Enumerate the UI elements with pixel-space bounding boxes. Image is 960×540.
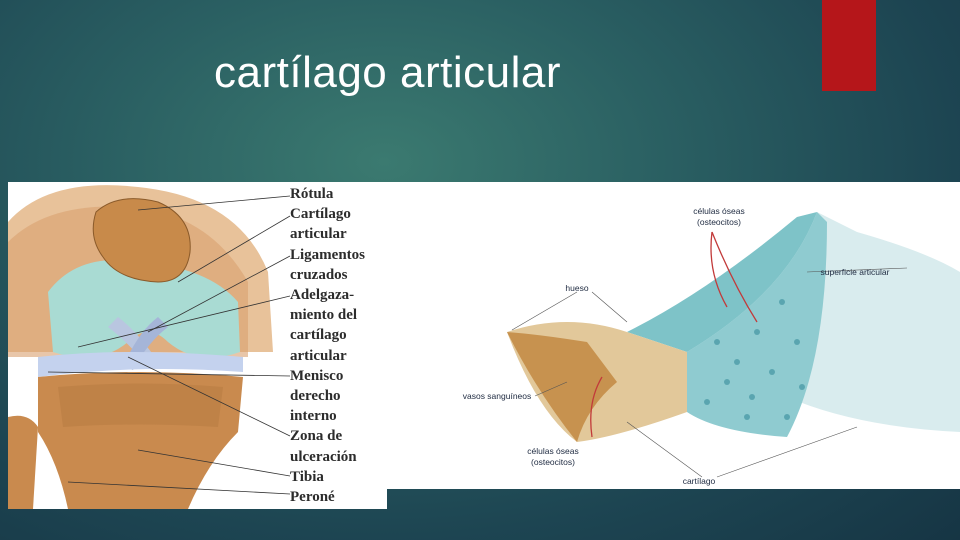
knee-label: Ligamentos [290,245,387,265]
knee-label: cartílago [290,325,387,345]
knee-label: Zona de [290,426,387,446]
knee-label: Adelgaza- [290,285,387,305]
cartilage-illustration [387,182,960,489]
label-bone-cells-top-line2: (osteocitos) [683,217,755,228]
knee-label: miento del [290,305,387,325]
label-bone-cells-bottom-line1: células óseas [517,446,589,457]
knee-label: Rótula [290,184,387,204]
cartilage-figure: células óseas (osteocitos) superficie ar… [387,182,960,489]
label-bone-cells-top: células óseas (osteocitos) [683,206,755,228]
label-blood-vessels: vasos sanguíneos [457,391,537,402]
accent-bar [822,0,876,91]
knee-label: articular [290,224,387,244]
knee-label-list: Rótula Cartílago articular Ligamentos cr… [290,184,387,507]
label-bone-cells-top-line1: células óseas [683,206,755,217]
label-bone: hueso [562,283,592,294]
knee-label: derecho [290,386,387,406]
label-articular-surface: superficie articular [805,267,905,278]
knee-label: cruzados [290,265,387,285]
knee-figure: Rótula Cartílago articular Ligamentos cr… [8,182,387,509]
knee-label: Tibia [290,467,387,487]
label-bone-cells-bottom-line2: (osteocitos) [517,457,589,468]
knee-label: Menisco [290,366,387,386]
knee-label: Cartílago [290,204,387,224]
slide-title: cartílago articular [214,48,561,98]
knee-label: Peroné [290,487,387,507]
knee-label: ulceración [290,447,387,467]
label-cartilage: cartílago [674,476,724,487]
knee-label: articular [290,346,387,366]
label-bone-cells-bottom: células óseas (osteocitos) [517,446,589,468]
knee-label: interno [290,406,387,426]
